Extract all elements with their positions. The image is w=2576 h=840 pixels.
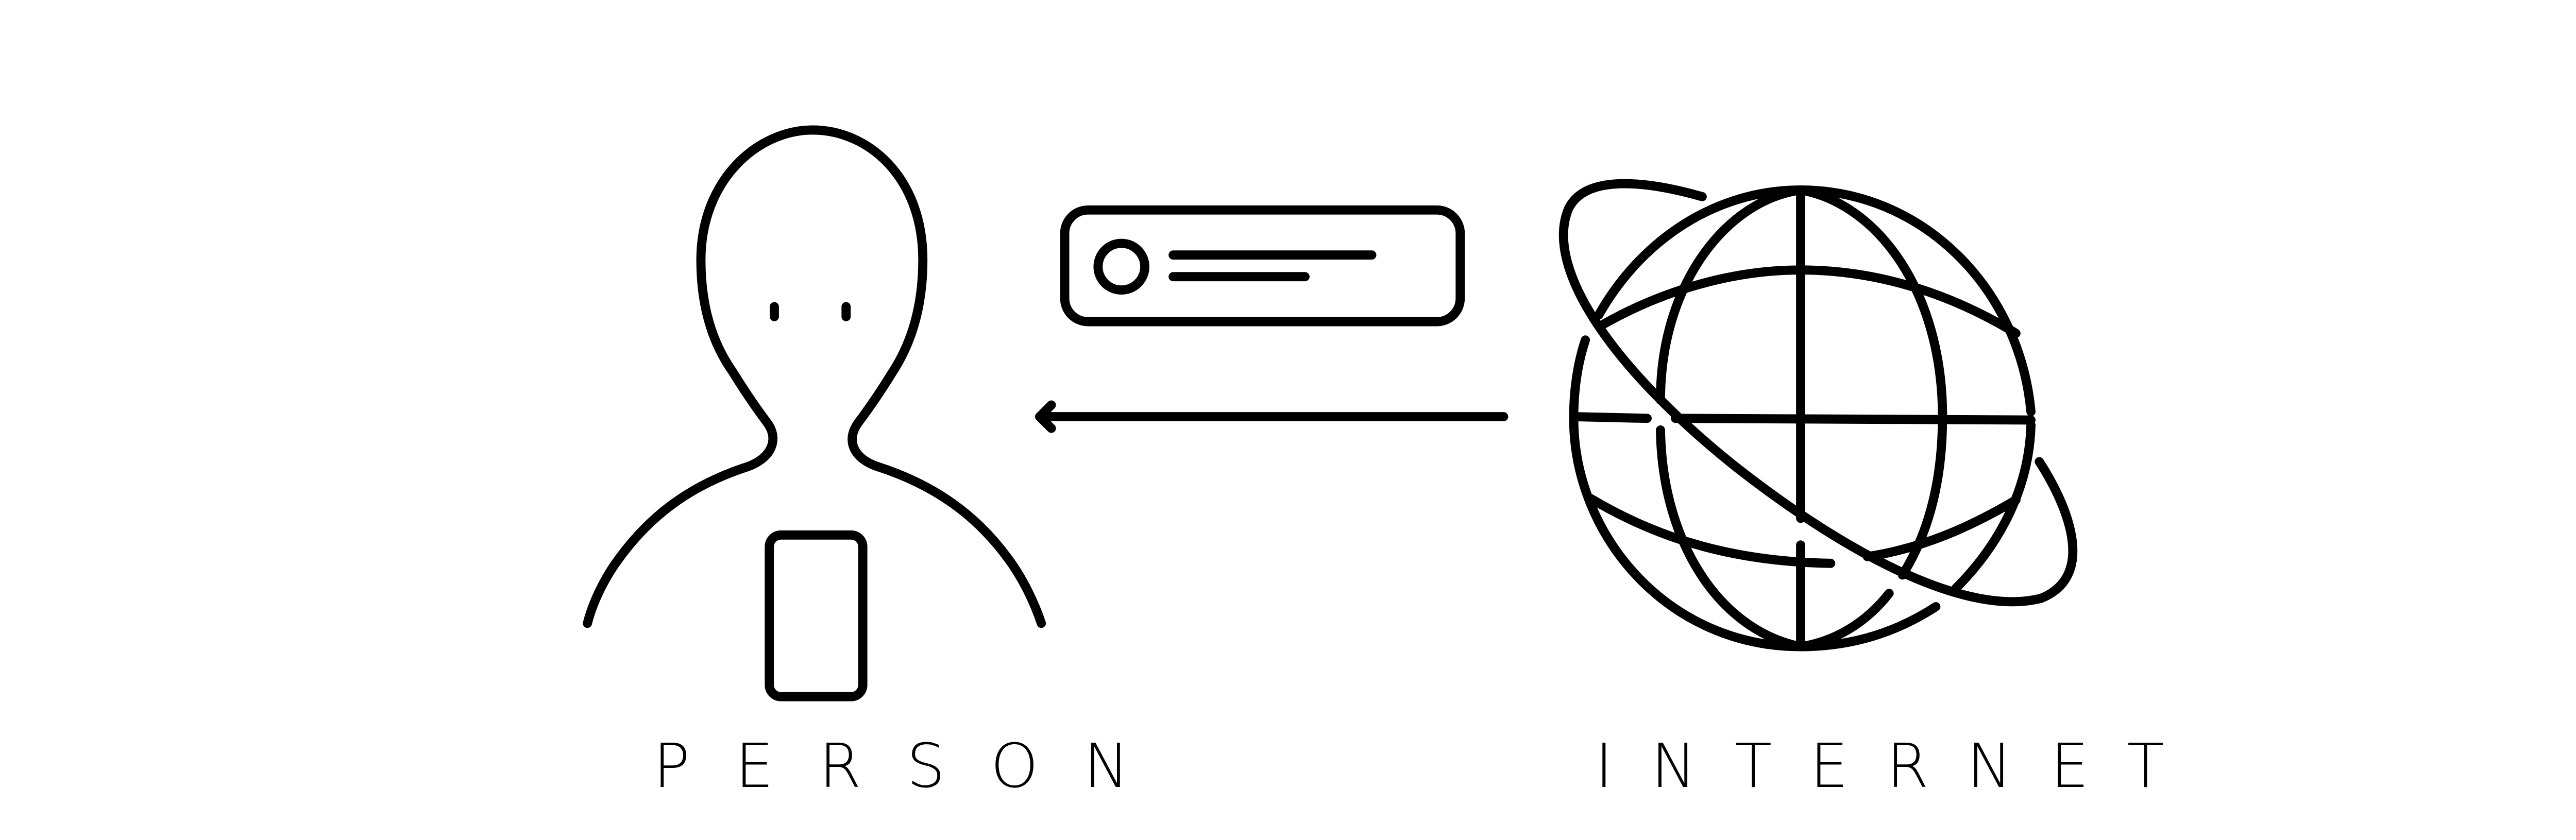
notification-card-icon: [1060, 205, 1465, 327]
internet-label: INTERNET: [1595, 730, 2202, 801]
person-icon: [583, 125, 1046, 628]
arrow-left-icon: [1035, 400, 1509, 433]
globe-outline-right-lower: [1951, 420, 2036, 593]
person-label: PERSON: [653, 730, 1175, 801]
person-head-left: [583, 125, 818, 628]
globe-orbit-ring: [1558, 179, 2078, 607]
globe-outline-left: [1569, 335, 1941, 652]
globe-equator-right: [1671, 414, 2036, 425]
globe-latitude-north: [1597, 265, 2021, 338]
globe-latitude-south-left: [1586, 493, 1836, 568]
person-head: [808, 125, 1046, 628]
notification-card-frame: [1060, 205, 1465, 327]
globe-meridian-left: [1656, 185, 1805, 652]
globe-equator-left: [1569, 412, 1652, 423]
arrow-head: [1035, 400, 1056, 433]
globe-icon: [1558, 179, 2078, 652]
notification-avatar-circle: [1093, 238, 1149, 295]
globe-meridian-right: [1796, 185, 1947, 652]
phone-icon: [765, 530, 868, 701]
globe-latitude-south-right: [1862, 495, 2021, 561]
